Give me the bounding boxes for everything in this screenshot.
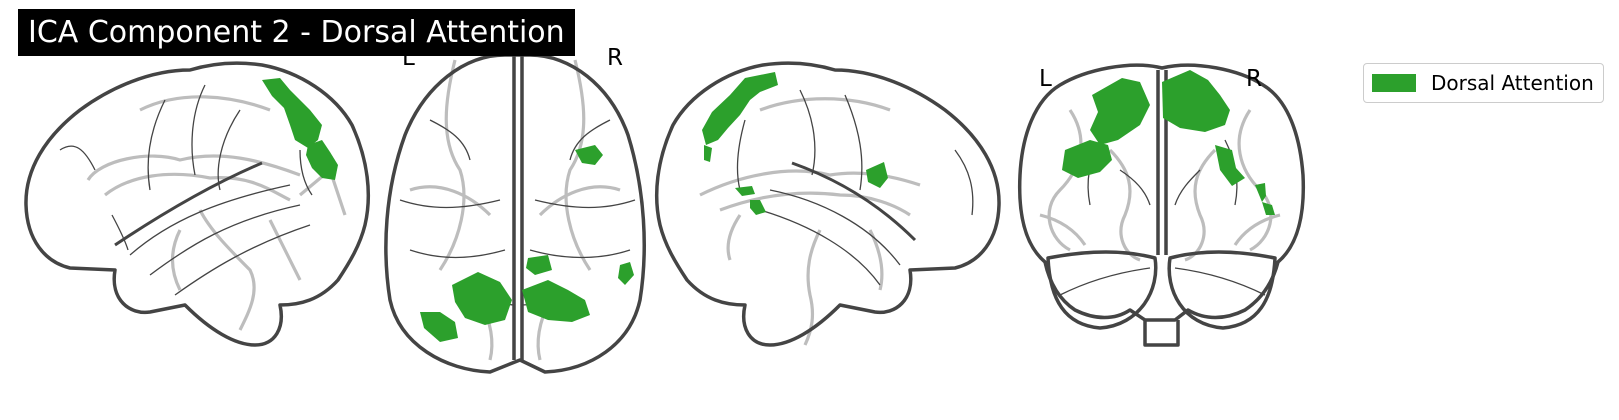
coronal-brain-outline — [1017, 63, 1306, 322]
coronal-deep-structures — [1039, 109, 1281, 262]
legend-label-dorsal-attention: Dorsal Attention — [1431, 71, 1594, 95]
sagittal-left-activation — [262, 78, 338, 180]
coronal-activation — [1062, 70, 1275, 215]
axial-right-label: R — [607, 45, 623, 71]
sagittal-right-activation — [702, 72, 888, 215]
legend: Dorsal Attention — [1363, 63, 1604, 103]
coronal-right-label: R — [1246, 66, 1262, 92]
sagittal-left-brain-outline — [24, 61, 371, 347]
axial-activation — [420, 145, 634, 342]
figure-title: ICA Component 2 - Dorsal Attention — [18, 9, 575, 56]
coronal-cerebellum — [1046, 250, 1277, 347]
axial-midline — [512, 55, 524, 360]
sagittal-right-sulci — [736, 89, 974, 286]
axial-brain-outline — [384, 53, 646, 374]
coronal-left-label: L — [1039, 66, 1052, 92]
sagittal-right-brain-outline — [654, 61, 1001, 347]
legend-swatch-dorsal-attention — [1372, 74, 1416, 92]
sagittal-left-deep-structures — [86, 95, 347, 331]
sagittal-left-sulci — [59, 84, 313, 296]
